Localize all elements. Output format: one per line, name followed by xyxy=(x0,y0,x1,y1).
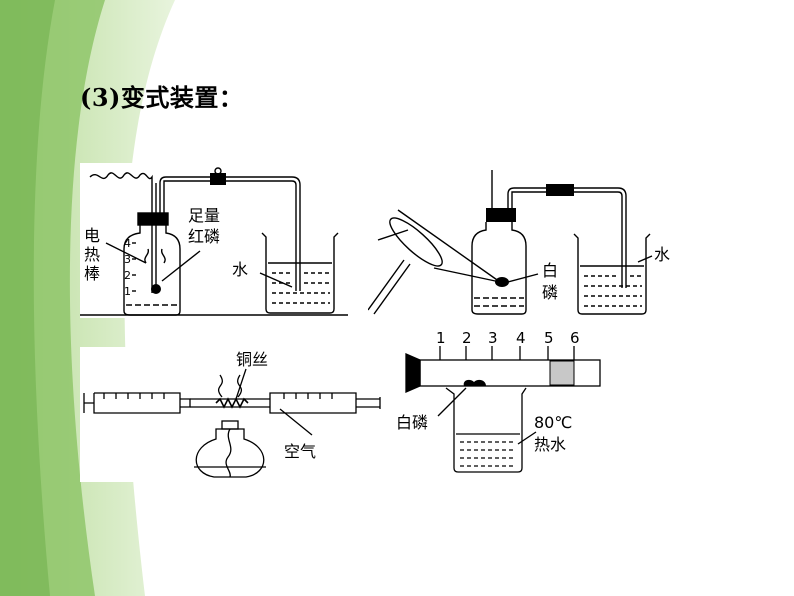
label-heater-1: 电 xyxy=(84,226,100,245)
tick-5: 5 xyxy=(544,329,554,347)
right-syringe xyxy=(269,392,381,414)
white-phosphorus xyxy=(495,277,509,287)
apparatus-syringe-copper-wire: 铜丝 空气 xyxy=(80,347,392,482)
apparatus-graduated-tube-hot-water: 1 2 3 4 5 6 白磷 80℃ 热水 xyxy=(394,328,612,480)
scale-2: 2 xyxy=(124,269,131,282)
label-white-p-1: 白 xyxy=(542,261,558,280)
copper-wire xyxy=(215,397,249,409)
tick-3: 3 xyxy=(488,329,498,347)
beaker xyxy=(573,233,651,315)
magnifying-lens xyxy=(389,217,443,267)
label-air: 空气 xyxy=(284,442,316,461)
scale-3: 3 xyxy=(124,253,131,266)
scale-4: 4 xyxy=(124,237,131,250)
label-hot-water-1: 80℃ xyxy=(534,413,572,432)
wire-coil xyxy=(89,172,153,203)
label-red-p-1: 足量 xyxy=(188,206,220,225)
white-phosphorus xyxy=(463,379,486,386)
label-heater-2: 热 xyxy=(84,245,100,264)
tick-2: 2 xyxy=(462,329,472,347)
label-white-p: 白磷 xyxy=(396,413,428,432)
label-hot-water-2: 热水 xyxy=(534,435,566,454)
connecting-tube xyxy=(159,176,301,291)
alcohol-burner xyxy=(195,428,265,478)
beaker xyxy=(445,387,527,473)
tube-stopper xyxy=(405,353,421,393)
stopper xyxy=(137,212,169,226)
left-syringe xyxy=(83,392,191,414)
stopper xyxy=(486,208,516,222)
page-title: (3)变式装置： xyxy=(80,83,244,112)
apparatus-heater-red-phosphorus: 电 热 棒 足量 红磷 水 4 3 2 1 xyxy=(80,163,348,318)
red-phosphorus xyxy=(151,284,161,294)
gray-block xyxy=(549,360,575,386)
bottle xyxy=(471,222,527,315)
apparatus-lens-white-phosphorus: 白 磷 水 xyxy=(368,170,688,320)
tick-4: 4 xyxy=(516,329,526,347)
label-water: 水 xyxy=(232,260,248,279)
scale-1: 1 xyxy=(124,285,131,298)
label-white-p-2: 磷 xyxy=(542,283,558,302)
clamp xyxy=(546,184,574,196)
label-heater-3: 棒 xyxy=(84,264,100,283)
tick-6: 6 xyxy=(570,329,580,347)
label-water: 水 xyxy=(654,245,670,264)
clamp xyxy=(210,173,226,185)
label-copper-wire: 铜丝 xyxy=(236,350,268,369)
label-red-p-2: 红磷 xyxy=(188,227,220,246)
beaker xyxy=(261,232,339,314)
tick-1: 1 xyxy=(436,329,446,347)
